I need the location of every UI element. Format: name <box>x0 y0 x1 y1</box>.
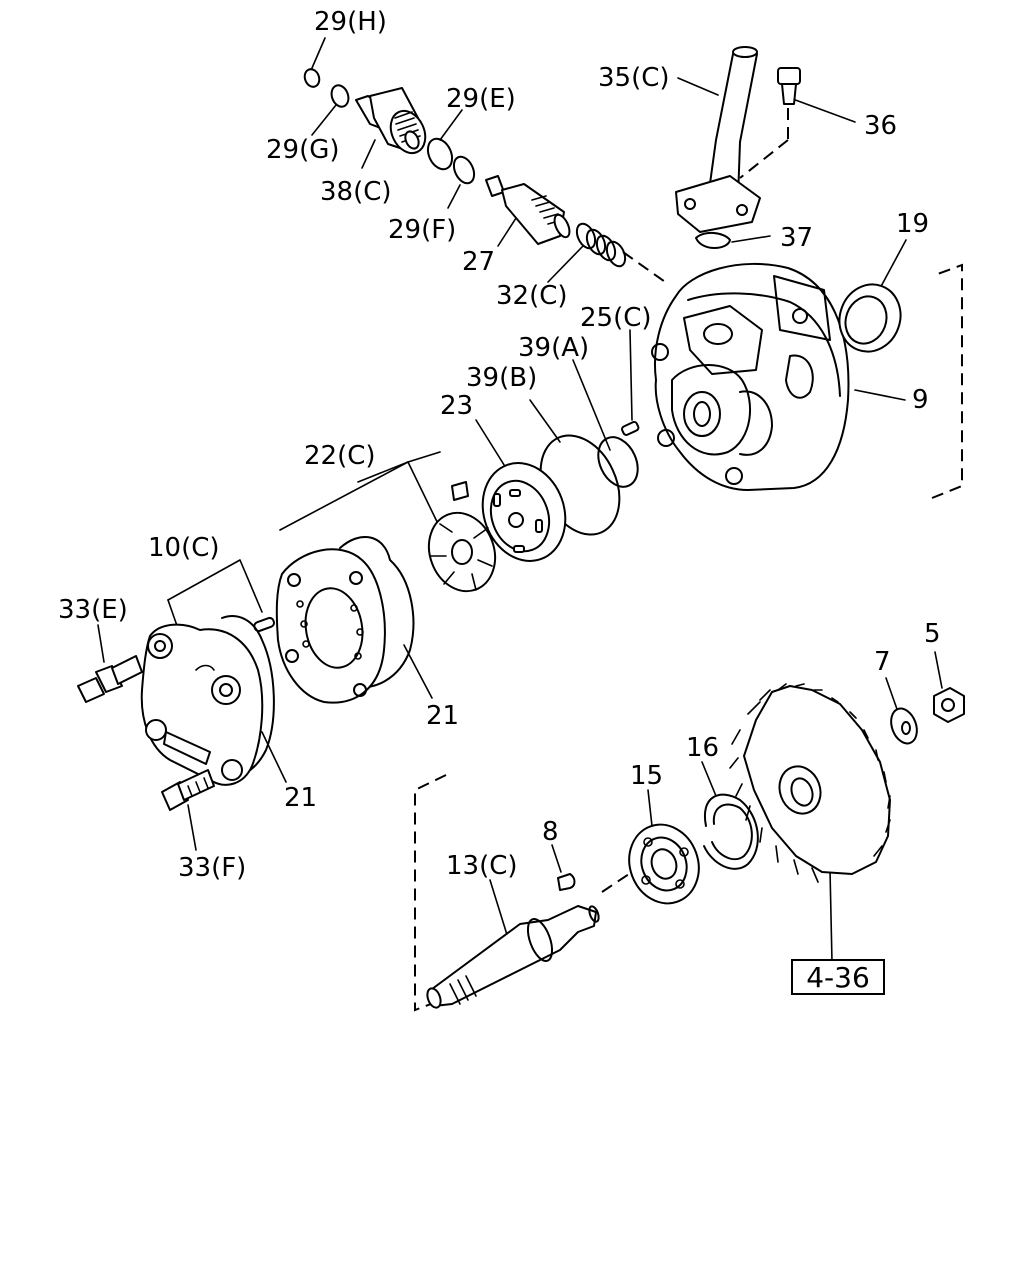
label-39a: 39(A) <box>518 333 589 363</box>
reference-box-4-36[interactable]: 4-36 <box>791 959 885 995</box>
gear <box>729 683 891 883</box>
label-13c: 13(C) <box>446 851 518 881</box>
label-29g: 29(G) <box>266 135 340 165</box>
label-9: 9 <box>912 385 929 415</box>
label-25c: 25(C) <box>580 303 652 333</box>
o-ring-29f <box>452 155 476 185</box>
bolt-33e <box>77 655 143 703</box>
gasket-37 <box>695 232 731 249</box>
label-7: 7 <box>874 647 891 677</box>
cover-10c <box>140 623 264 786</box>
label-19: 19 <box>896 209 929 239</box>
label-5: 5 <box>924 619 941 649</box>
center-lines <box>414 108 963 1012</box>
bearing-15 <box>628 823 700 905</box>
label-22c: 22(C) <box>304 441 376 471</box>
label-33e: 33(E) <box>58 595 128 625</box>
label-10c: 10(C) <box>148 533 220 563</box>
label-15: 15 <box>630 761 663 791</box>
label-8: 8 <box>542 817 559 847</box>
bolt-36 <box>777 67 801 105</box>
cam-ring-gasket-21 <box>339 536 415 689</box>
nut-5 <box>933 687 965 723</box>
rotor-23 <box>481 462 567 562</box>
label-27: 27 <box>462 247 495 277</box>
label-33f: 33(F) <box>178 853 246 883</box>
label-35c: 35(C) <box>598 63 670 93</box>
cam-ring <box>275 548 386 704</box>
seal-19 <box>838 283 902 353</box>
label-23: 23 <box>440 391 473 421</box>
vanes-22c <box>427 481 497 593</box>
key-8 <box>557 873 576 891</box>
reference-label: 4-36 <box>806 961 870 994</box>
o-ring-29e <box>426 137 454 171</box>
label-36: 36 <box>864 111 897 141</box>
label-32c: 32(C) <box>496 281 568 311</box>
valve-27 <box>485 175 571 245</box>
washer-7 <box>890 707 918 745</box>
fitting-38c <box>355 87 427 155</box>
bolt-33f <box>161 769 215 811</box>
label-38c: 38(C) <box>320 177 392 207</box>
label-21-upper: 21 <box>426 701 459 731</box>
spring-32c <box>575 222 627 268</box>
leader-lines <box>97 37 943 963</box>
pump-housing-9 <box>651 262 850 491</box>
o-ring-29g <box>330 84 350 108</box>
pin-25c <box>621 420 640 436</box>
label-21-lower: 21 <box>284 783 317 813</box>
label-37: 37 <box>780 223 813 253</box>
label-29f: 29(F) <box>388 215 456 245</box>
label-39b: 39(B) <box>466 363 537 393</box>
o-ring-39a <box>597 436 639 488</box>
pipe-35c <box>675 46 761 233</box>
label-29e: 29(E) <box>446 84 516 114</box>
label-16: 16 <box>686 733 719 763</box>
callout-labels: 29(H) 29(G) 38(C) 29(E) 29(F) 27 35(C) 3… <box>58 7 941 883</box>
snap-ring-16 <box>703 793 759 870</box>
label-29h: 29(H) <box>314 7 387 37</box>
o-ring-29h <box>303 68 321 88</box>
shaft-13c <box>426 905 600 1009</box>
